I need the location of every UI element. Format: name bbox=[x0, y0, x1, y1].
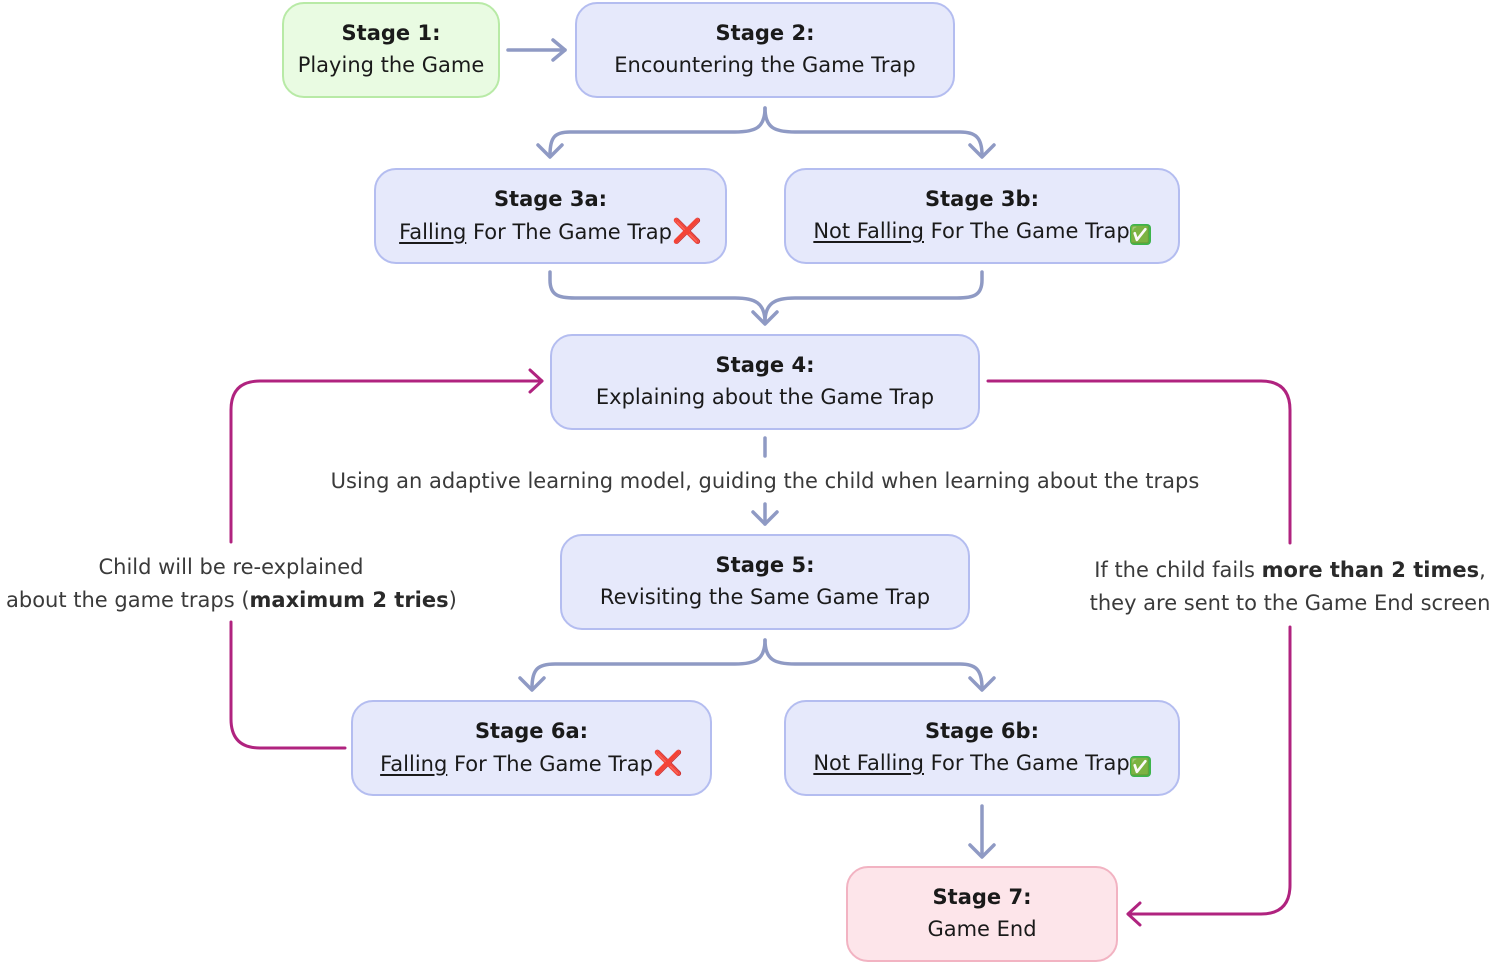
fail-line-1-start: If the child fails bbox=[1094, 558, 1262, 582]
stage-2-box: Stage 2: Encountering the Game Trap bbox=[575, 2, 955, 98]
split-s5-to-s6 bbox=[518, 638, 996, 692]
stage-7-description: Game End bbox=[927, 917, 1037, 941]
loop-s6a-to-s4 bbox=[229, 368, 544, 750]
stage-6a-description: Falling For The Game Trap❌ bbox=[380, 747, 683, 781]
stage-3a-box: Stage 3a: Falling For The Game Trap❌ bbox=[374, 168, 727, 264]
stage-3b-box: Stage 3b: Not Falling For The Game Trap✅ bbox=[784, 168, 1180, 264]
stage-6a-title: Stage 6a: bbox=[474, 718, 589, 743]
stage-3b-description: Not Falling For The Game Trap✅ bbox=[813, 215, 1151, 248]
cross-mark-icon: ❌ bbox=[652, 748, 683, 777]
stage-6b-box: Stage 6b: Not Falling For The Game Trap✅ bbox=[784, 700, 1180, 796]
stage-2-title: Stage 2: bbox=[715, 21, 815, 45]
stage-3a-underlined-word: Falling bbox=[399, 219, 467, 244]
adaptive-learning-text: Using an adaptive learning model, guidin… bbox=[330, 469, 1200, 493]
stage-1-title: Stage 1: bbox=[341, 21, 441, 45]
stage-1-description: Playing the Game bbox=[297, 53, 485, 77]
arrow-s1-to-s2 bbox=[506, 38, 567, 62]
arrow-s6b-to-s7 bbox=[968, 804, 996, 859]
check-mark-icon: ✅ bbox=[1129, 224, 1151, 245]
stage-4-description: Explaining about the Game Trap bbox=[595, 385, 935, 409]
re-explain-annotation: Child will be re-explained about the gam… bbox=[6, 551, 457, 617]
max-tries-emphasis: maximum 2 tries bbox=[249, 588, 449, 612]
check-mark-icon: ✅ bbox=[1129, 756, 1151, 777]
stage-6a-box: Stage 6a: Falling For The Game Trap❌ bbox=[351, 700, 712, 796]
stage-6a-description-rest: For The Game Trap bbox=[447, 751, 653, 776]
fail-count-emphasis: more than 2 times bbox=[1261, 558, 1480, 582]
stage-3a-description-rest: For The Game Trap bbox=[466, 219, 672, 244]
fail-line-1: If the child fails more than 2 times, bbox=[1080, 554, 1500, 587]
fail-line-2: they are sent to the Game End screen bbox=[1089, 591, 1491, 615]
stage-5-title: Stage 5: bbox=[715, 553, 815, 577]
stage-6b-title: Stage 6b: bbox=[925, 719, 1039, 743]
re-explain-line-1: Child will be re-explained bbox=[98, 555, 364, 579]
stage-6b-description-rest: For The Game Trap bbox=[923, 751, 1130, 775]
stage-3a-title: Stage 3a: bbox=[493, 186, 608, 211]
merge-s3-to-s4 bbox=[548, 270, 984, 326]
adaptive-learning-annotation: Using an adaptive learning model, guidin… bbox=[300, 465, 1230, 498]
stage-5-description: Revisiting the Same Game Trap bbox=[599, 585, 931, 609]
stage-4-title: Stage 4: bbox=[715, 353, 815, 377]
stage-3b-title: Stage 3b: bbox=[925, 187, 1039, 211]
stage-7-box: Stage 7: Game End bbox=[846, 866, 1118, 962]
stage-6b-description: Not Falling For The Game Trap✅ bbox=[813, 747, 1151, 780]
stage-6a-underlined-word: Falling bbox=[380, 751, 448, 776]
cross-mark-icon: ❌ bbox=[671, 216, 702, 245]
loop-s4-to-s7 bbox=[986, 379, 1292, 927]
stage-5-box: Stage 5: Revisiting the Same Game Trap bbox=[560, 534, 970, 630]
re-explain-line-2-start: about the game traps ( bbox=[6, 588, 250, 612]
fail-line-1-end: , bbox=[1479, 558, 1486, 582]
stage-6b-underlined-words: Not Falling bbox=[813, 751, 924, 775]
arrow-s4-to-s5 bbox=[751, 436, 779, 526]
split-s2-to-s3 bbox=[536, 106, 996, 159]
fail-annotation: If the child fails more than 2 times, th… bbox=[1080, 554, 1500, 620]
stage-2-description: Encountering the Game Trap bbox=[614, 53, 916, 77]
stage-3b-description-rest: For The Game Trap bbox=[923, 219, 1130, 243]
re-explain-line-2-end: ) bbox=[448, 588, 457, 612]
stage-7-title: Stage 7: bbox=[932, 885, 1032, 909]
stage-4-box: Stage 4: Explaining about the Game Trap bbox=[550, 334, 980, 430]
stage-3a-description: Falling For The Game Trap❌ bbox=[399, 215, 702, 249]
stage-1-box: Stage 1: Playing the Game bbox=[282, 2, 500, 98]
re-explain-line-2: about the game traps (maximum 2 tries) bbox=[6, 584, 457, 617]
stage-3b-underlined-words: Not Falling bbox=[813, 219, 924, 243]
